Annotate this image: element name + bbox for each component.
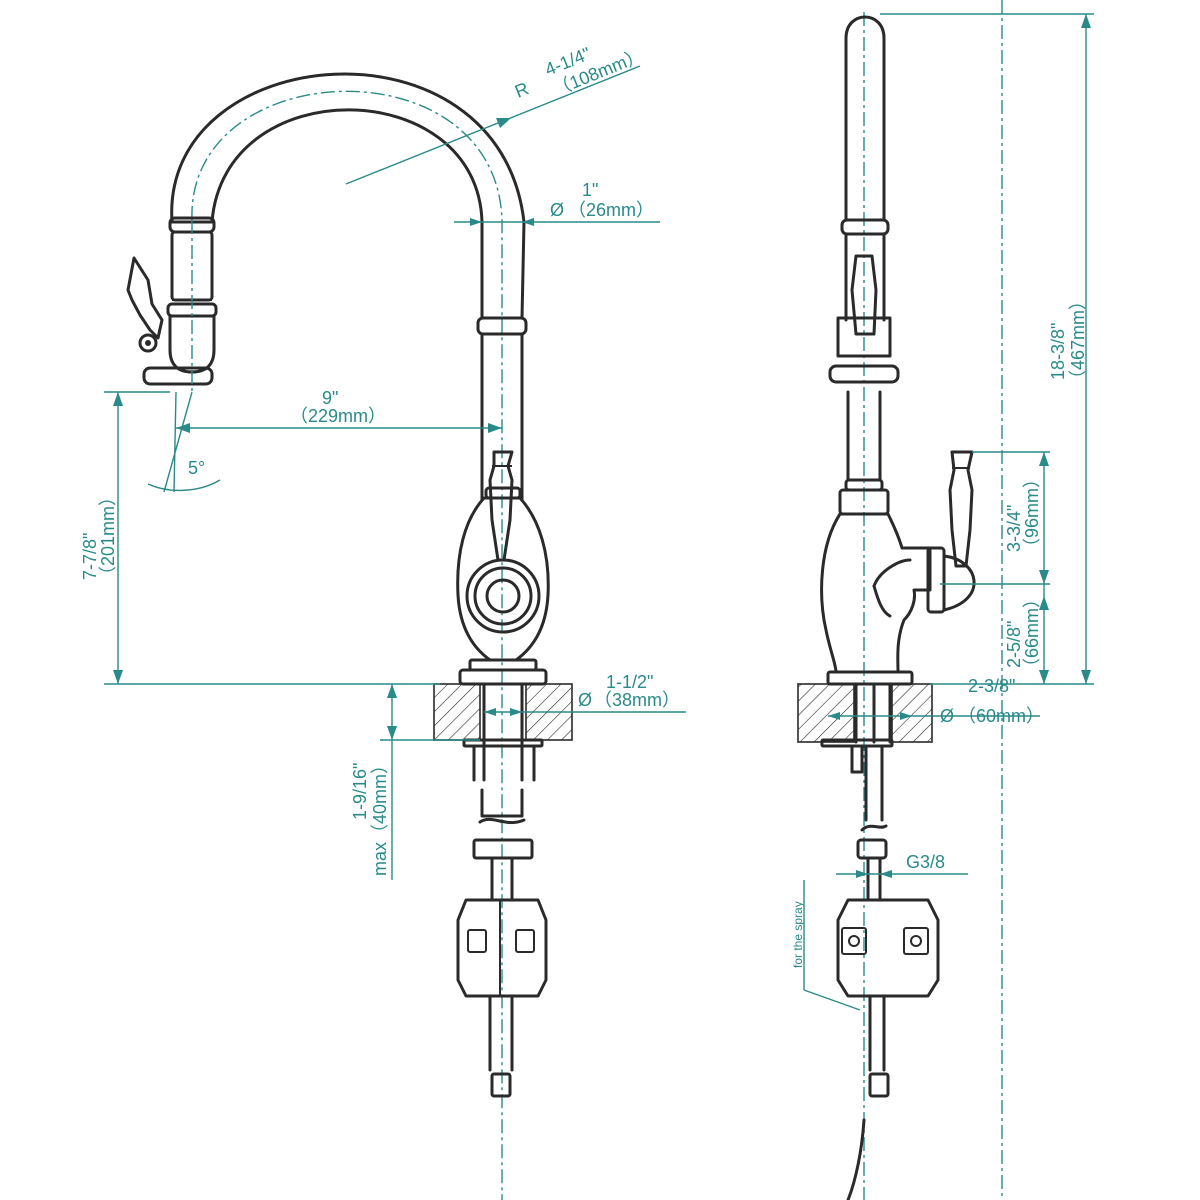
spray-trigger [126, 256, 164, 340]
faucet-body-front [456, 486, 550, 686]
base-diameter-dimension: 2-3/8" Ø （60mm） [828, 676, 1044, 726]
handle-cartridge-side [926, 450, 976, 614]
spout-height-dimension: 7-7/8" （201mm） [80, 391, 440, 685]
spout-height-imperial: 7-7/8" [80, 533, 100, 580]
body-height-metric: （66mm） [1022, 590, 1042, 676]
deck-thickness-metric: max（40mm） [370, 756, 390, 876]
thread-label: G3/8 [906, 852, 945, 872]
angle-dimension: 5° [147, 391, 221, 493]
spray-trigger-side [850, 254, 878, 336]
reach-dimension: 9" （229mm） [176, 388, 502, 433]
deck-thickness-imperial: 1-9/16" [350, 763, 370, 820]
hole-diameter-imperial: 1-1/2" [606, 672, 653, 692]
spout-diameter-metric: （26mm） [568, 200, 654, 220]
radius-dimension: R 4-1/4" （108mm） [345, 43, 647, 185]
control-box-side [836, 898, 940, 1200]
total-height-metric: （467mm） [1068, 292, 1088, 388]
hole-diameter-metric: （38mm） [594, 690, 680, 710]
hole-diameter-symbol: Ø [578, 690, 592, 710]
side-view: for the spray 18-3/8" （467mm） 3-3/4" （96… [791, 0, 1094, 1200]
radius-prefix: R [512, 78, 532, 101]
deck-front [433, 682, 573, 902]
base-diameter-metric: （60mm） [958, 706, 1044, 726]
angle-value: 5° [188, 458, 205, 478]
deck-thickness-dimension: 1-9/16" max（40mm） [350, 684, 480, 880]
gooseneck-spout [170, 72, 526, 320]
base-diameter-symbol: Ø [940, 706, 954, 726]
base-diameter-imperial: 2-3/8" [968, 676, 1015, 696]
thread-dimension: G3/8 [836, 852, 968, 878]
spout-diameter-symbol: Ø [550, 200, 564, 220]
total-height-imperial: 18-3/8" [1048, 323, 1068, 380]
faucet-body-side [820, 512, 932, 674]
control-box-front [456, 898, 548, 1098]
reach-imperial: 9" [322, 388, 338, 408]
reach-metric: （229mm） [290, 406, 386, 426]
deck-side [797, 682, 933, 902]
hole-diameter-dimension: 1-1/2" Ø （38mm） [484, 672, 686, 716]
spout-tube-side [844, 15, 886, 222]
spout-collar [476, 316, 528, 336]
body-height-imperial: 2-5/8" [1004, 621, 1024, 668]
spray-note: for the spray [791, 880, 861, 1011]
spout-height-metric: （201mm） [98, 488, 118, 584]
handle-height-imperial: 3-3/4" [1004, 505, 1024, 552]
front-view: R 4-1/4" （108mm） 1" Ø （26mm） 9" （229mm） … [80, 43, 686, 1200]
spray-note-label: for the spray [791, 901, 805, 968]
spray-button [138, 333, 158, 353]
handle-height-dimension: 3-3/4" （96mm） 2-5/8" （66mm） [940, 451, 1050, 684]
handle-height-metric: （96mm） [1022, 470, 1042, 556]
spout-centerline [191, 90, 503, 1200]
total-height-dimension: 18-3/8" （467mm） [880, 13, 1094, 685]
spray-head [126, 216, 218, 392]
spout-diameter-imperial: 1" [582, 180, 598, 200]
handle-hub [465, 558, 541, 634]
handle-lever-front [488, 450, 514, 562]
spout-diameter-dimension: 1" Ø （26mm） [454, 180, 660, 226]
